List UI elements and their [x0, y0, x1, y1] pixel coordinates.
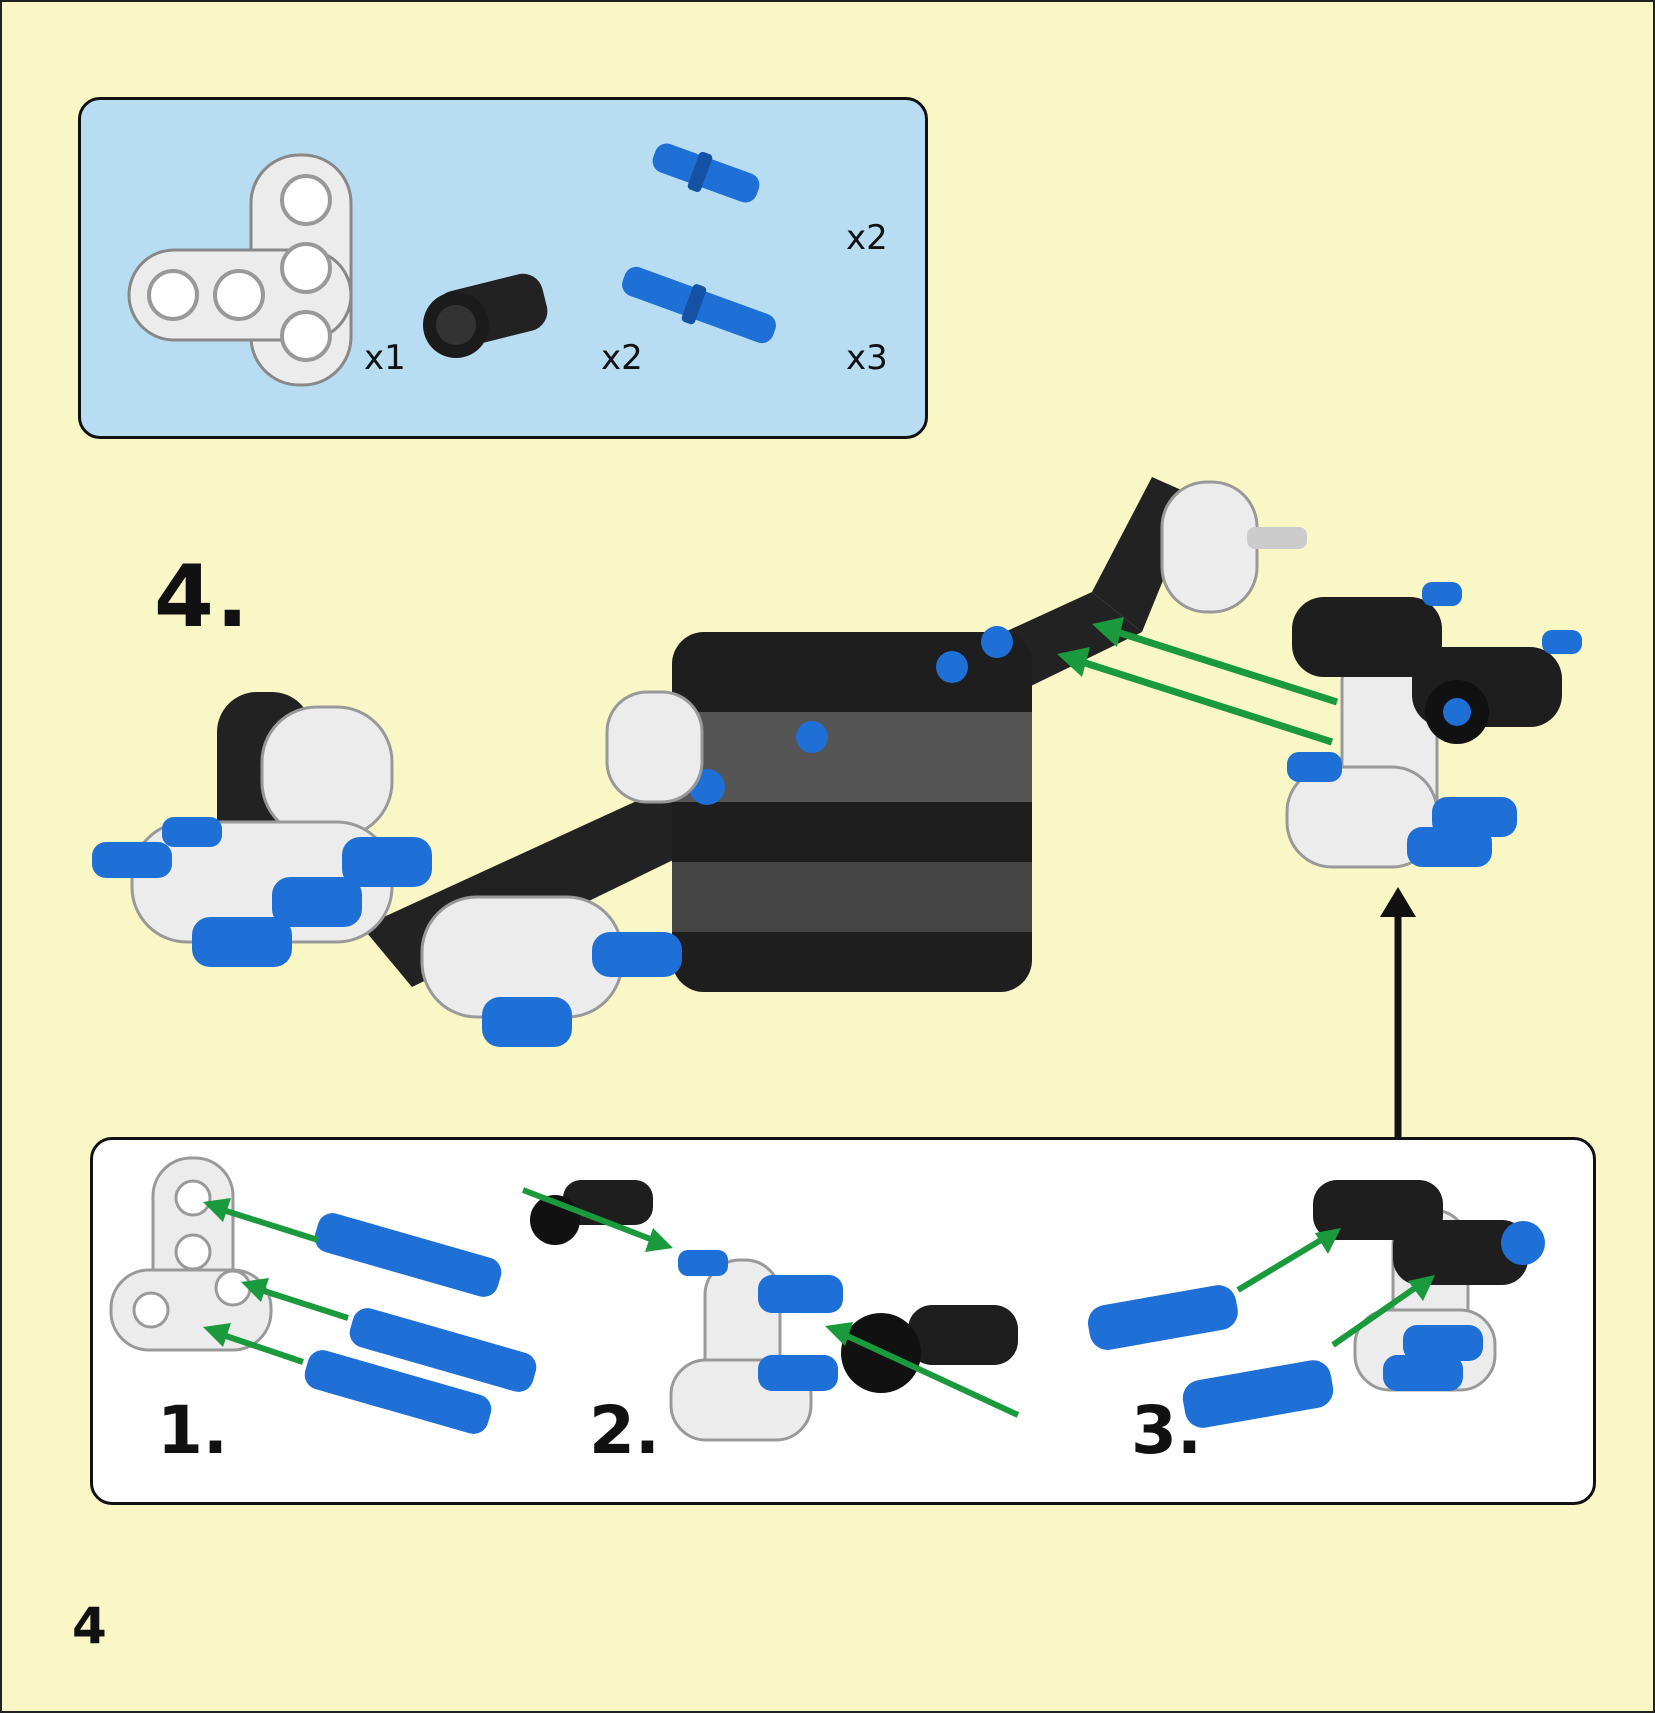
sub-assembly-icon [1285, 582, 1582, 869]
sub-step-3-illustration [1087, 1180, 1545, 1428]
quantity-long-pin: x3 [846, 338, 888, 378]
sub-step-2-label: 2. [589, 1392, 660, 1469]
sub-step-2-illustration [521, 1180, 1020, 1442]
quantity-t-beam: x1 [364, 338, 406, 378]
sub-steps-box: 1. 2. 3. [90, 1137, 1596, 1505]
main-step-number: 4. [154, 547, 251, 647]
long-pin-icon [622, 266, 776, 344]
sub-step-1-illustration [109, 1156, 537, 1434]
sub-step-3-label: 3. [1131, 1392, 1202, 1469]
parts-illustrations [127, 143, 776, 387]
quantity-pin-connector: x2 [601, 338, 643, 378]
sub-steps-illustrations [109, 1156, 1545, 1442]
assembly-icon [92, 477, 1307, 1047]
quantity-short-pin: x2 [846, 218, 888, 258]
sub-step-1-label: 1. [157, 1392, 228, 1469]
insert-arrow-icon [1057, 617, 1339, 746]
pin-connector-icon [423, 273, 548, 358]
page-number: 4 [72, 1597, 107, 1655]
short-pin-icon [652, 143, 760, 203]
up-arrow-icon [1380, 887, 1416, 1137]
t-beam-icon [127, 153, 353, 387]
parts-list-box: x1 x2 x2 x3 [78, 97, 928, 439]
